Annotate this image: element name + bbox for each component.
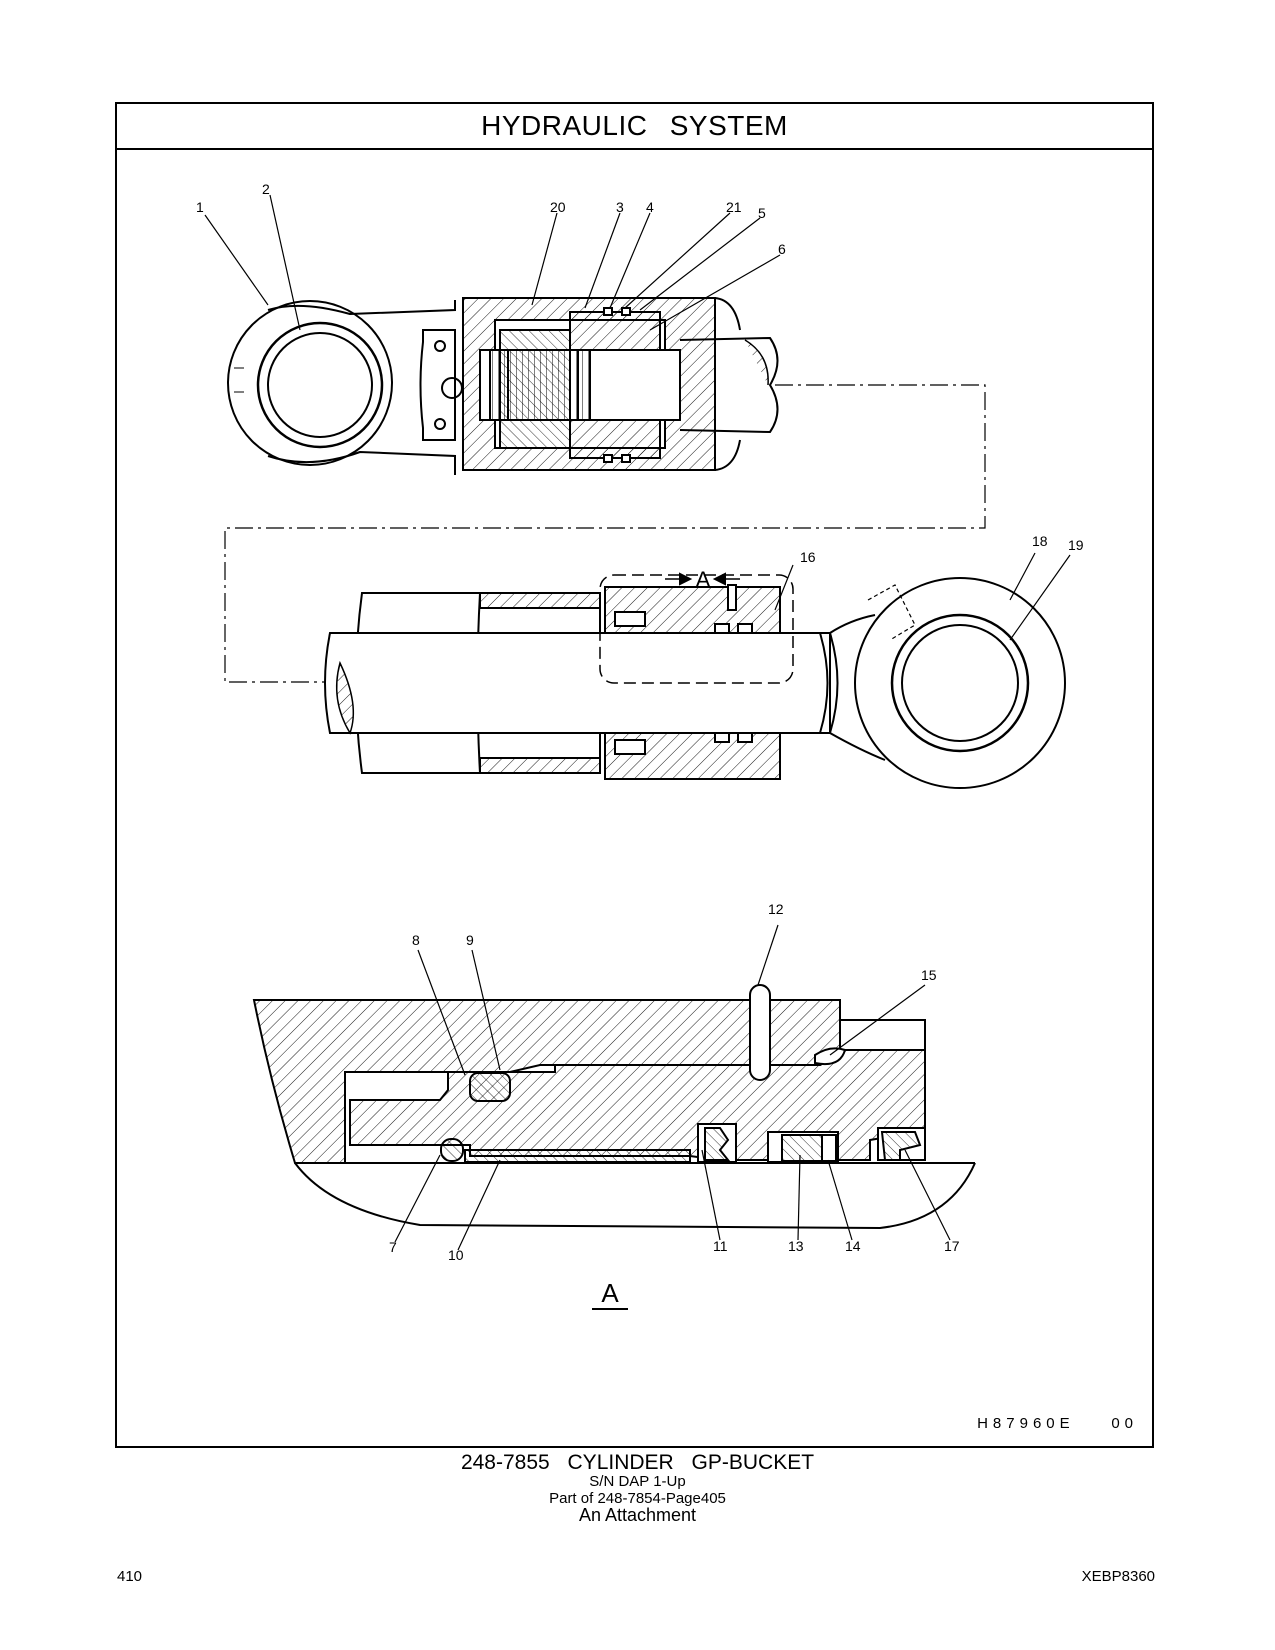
callout-7: 7 bbox=[389, 1239, 397, 1255]
callout-2: 2 bbox=[262, 181, 270, 197]
callout-16: 16 bbox=[800, 549, 816, 565]
callout-8: 8 bbox=[412, 932, 420, 948]
callout-10: 10 bbox=[448, 1247, 464, 1263]
attachment-caption: An Attachment bbox=[578, 1505, 697, 1525]
callout-3: 3 bbox=[616, 199, 624, 215]
callout-14: 14 bbox=[845, 1238, 861, 1254]
callout-20: 20 bbox=[550, 199, 566, 215]
serial-caption: S/N DAP 1-Up bbox=[589, 1473, 686, 1490]
callout-17: 17 bbox=[944, 1238, 960, 1254]
detail-a-view bbox=[252, 984, 976, 1230]
callout-19: 19 bbox=[1068, 537, 1084, 553]
page-title: HYDRAULIC SYSTEM bbox=[117, 104, 1152, 150]
callout-15: 15 bbox=[921, 967, 937, 983]
page-number: 410 bbox=[117, 1568, 143, 1585]
callout-leaders bbox=[204, 194, 1071, 1251]
callout-9: 9 bbox=[466, 932, 474, 948]
callout-5: 5 bbox=[758, 205, 766, 221]
part-caption: 248-7855 CYLINDER GP-BUCKET bbox=[460, 1451, 815, 1474]
section-label: A bbox=[592, 1278, 628, 1310]
callout-6: 6 bbox=[778, 241, 786, 257]
diagram-frame: HYDRAULIC SYSTEM H87960E 00 bbox=[115, 102, 1154, 1448]
callout-labels: 1 2 20 3 4 21 5 6 16 18 19 8 9 12 15 7 1… bbox=[196, 181, 1084, 1263]
rod-end-view bbox=[324, 572, 1066, 789]
svg-text:A: A bbox=[601, 1278, 619, 1308]
callout-21: 21 bbox=[726, 199, 742, 215]
callout-12: 12 bbox=[768, 901, 784, 917]
connector-lines bbox=[224, 384, 986, 683]
callout-11: 11 bbox=[713, 1238, 728, 1254]
piston-end-view bbox=[227, 297, 779, 475]
detail-label: A bbox=[696, 567, 711, 592]
part-of-caption: Part of 248-7854-Page405 bbox=[549, 1490, 726, 1507]
drawing-code: H87960E 00 bbox=[977, 1415, 1138, 1432]
callout-1: 1 bbox=[196, 199, 204, 215]
callout-13: 13 bbox=[788, 1238, 804, 1254]
callout-4: 4 bbox=[646, 199, 654, 215]
document-id: XEBP8360 bbox=[1081, 1568, 1155, 1585]
callout-18: 18 bbox=[1032, 533, 1048, 549]
